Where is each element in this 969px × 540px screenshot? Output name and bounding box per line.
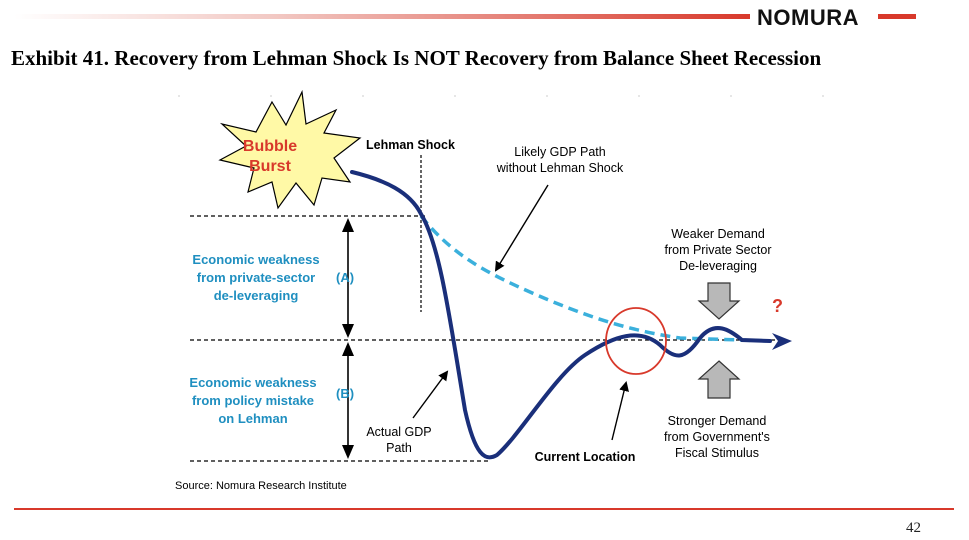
label-b: (B) (336, 386, 354, 401)
weakness-a-line3: de-leveraging (214, 288, 299, 303)
actual-path-label-2: Path (386, 441, 412, 455)
stronger-demand-label-3: Fiscal Stimulus (675, 446, 759, 460)
page-number: 42 (906, 520, 921, 536)
likely-gdp-path (419, 214, 771, 343)
actual-path-pointer (412, 370, 449, 419)
weakness-b-line1: Economic weakness (189, 375, 316, 390)
nomura-logo: NOMURA (757, 5, 859, 30)
actual-path-label-1: Actual GDP (366, 425, 431, 439)
weaker-demand-label-2: from Private Sector (665, 243, 772, 257)
source-note: Source: Nomura Research Institute (175, 480, 347, 492)
weakness-b-line2: from policy mistake (192, 393, 314, 408)
current-location-circle (605, 307, 667, 375)
likely-path-pointer (494, 184, 549, 272)
burst-label-line2: Burst (249, 158, 291, 175)
likely-path-label-2: without Lehman Shock (496, 161, 624, 175)
weaker-demand-arrow (697, 282, 741, 320)
lehman-shock-label: Lehman Shock (366, 138, 455, 152)
header-rule (14, 14, 750, 19)
weakness-b-line3: on Lehman (218, 411, 287, 426)
weaker-demand-label-1: Weaker Demand (671, 227, 765, 241)
weakness-a-line1: Economic weakness (192, 252, 319, 267)
stronger-demand-arrow (697, 360, 741, 399)
footer-rule (14, 508, 954, 510)
likely-path-label-1: Likely GDP Path (514, 145, 606, 159)
current-location-pointer (611, 381, 629, 441)
range-arrow-a (342, 218, 354, 338)
burst-label-line1: Bubble (243, 138, 297, 155)
range-arrow-b (342, 342, 354, 459)
stronger-demand-label-2: from Government's (664, 430, 770, 444)
exhibit-title: Exhibit 41. Recovery from Lehman Shock I… (11, 46, 822, 70)
actual-gdp-path (350, 170, 772, 460)
header-rule-end (878, 14, 916, 19)
bubble-burst-starburst (218, 89, 362, 210)
weakness-a-line2: from private-sector (197, 270, 315, 285)
current-location-label: Current Location (535, 450, 636, 464)
weaker-demand-label-3: De-leveraging (679, 259, 757, 273)
stronger-demand-label-1: Stronger Demand (668, 414, 767, 428)
question-mark: ? (772, 296, 783, 316)
label-a: (A) (336, 270, 354, 285)
path-arrowhead (772, 333, 792, 350)
